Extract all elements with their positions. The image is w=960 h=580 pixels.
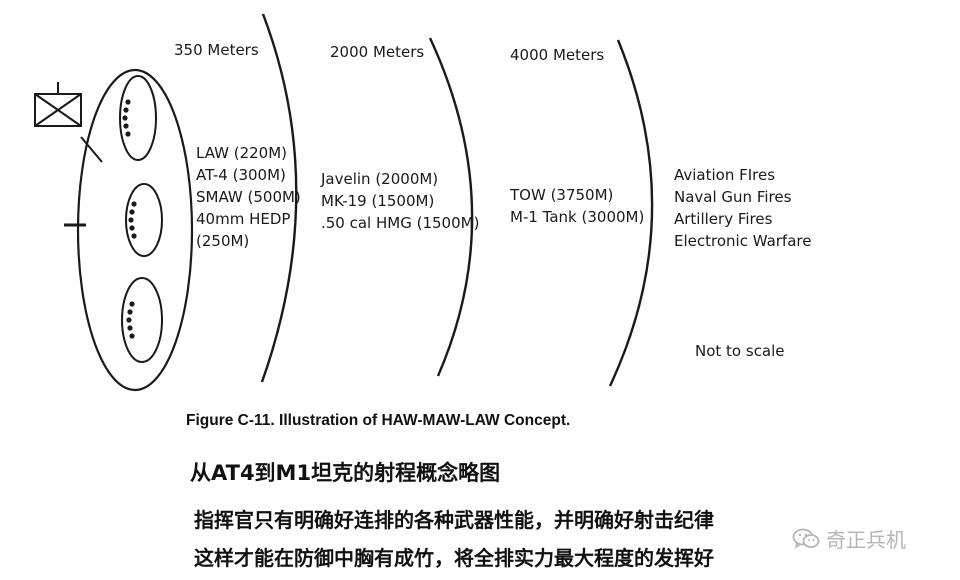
watermark-text: 奇正兵机 xyxy=(826,528,906,552)
support-item: Aviation FIres xyxy=(674,166,776,184)
zone2-weapon-list: Javelin (2000M) MK-19 (1500M) .50 cal HM… xyxy=(321,168,479,234)
squad-1 xyxy=(119,75,157,161)
scale-note: Not to scale xyxy=(695,342,785,360)
weapon-item: Javelin (2000M) xyxy=(321,170,439,188)
support-item: Naval Gun Fires xyxy=(674,188,792,206)
squad-2 xyxy=(125,183,163,257)
concept-diagram xyxy=(34,13,654,392)
weapon-item: SMAW (500M) xyxy=(196,188,301,206)
zone3-weapon-list: TOW (3750M) M-1 Tank (3000M) xyxy=(510,184,644,228)
range-label-4000m: 4000 Meters xyxy=(510,46,605,64)
platoon-oval xyxy=(76,68,194,392)
weapon-item: 40mm HEDP xyxy=(196,210,291,228)
weapon-item: M-1 Tank (3000M) xyxy=(510,208,645,226)
range-arc-350m xyxy=(260,13,298,383)
support-item: Electronic Warfare xyxy=(674,232,812,250)
weapon-item: (250M) xyxy=(196,232,250,250)
watermark: 奇正兵机 xyxy=(792,524,906,553)
weapon-item: TOW (3750M) xyxy=(510,186,614,204)
weapon-item: AT-4 (300M) xyxy=(196,166,286,184)
unit-symbol-icon xyxy=(34,82,103,163)
chinese-text-line-2: 这样才能在防御中胸有成竹，将全排实力最大程度的发挥好 xyxy=(194,546,714,570)
wechat-icon xyxy=(792,528,820,549)
range-label-2000m: 2000 Meters xyxy=(330,43,425,61)
chinese-title: 从AT4到M1坦克的射程概念略图 xyxy=(190,461,501,485)
weapon-item: MK-19 (1500M) xyxy=(321,192,435,210)
zone4-support-list: Aviation FIres Naval Gun Fires Artillery… xyxy=(674,164,811,252)
chinese-text-line-1: 指挥官只有明确好连排的各种武器性能，并明确好射击纪律 xyxy=(194,508,714,532)
range-label-350m: 350 Meters xyxy=(174,41,259,59)
range-arc-4000m xyxy=(608,39,654,387)
weapon-item: .50 cal HMG (1500M) xyxy=(321,214,480,232)
support-item: Artillery Fires xyxy=(674,210,773,228)
weapon-item: LAW (220M) xyxy=(196,144,288,162)
range-arc-2000m xyxy=(428,37,474,377)
squad-3 xyxy=(121,277,163,363)
figure-caption: Figure C-11. Illustration of HAW-MAW-LAW… xyxy=(186,412,571,429)
zone1-weapon-list: LAW (220M) AT-4 (300M) SMAW (500M) 40mm … xyxy=(196,142,301,252)
